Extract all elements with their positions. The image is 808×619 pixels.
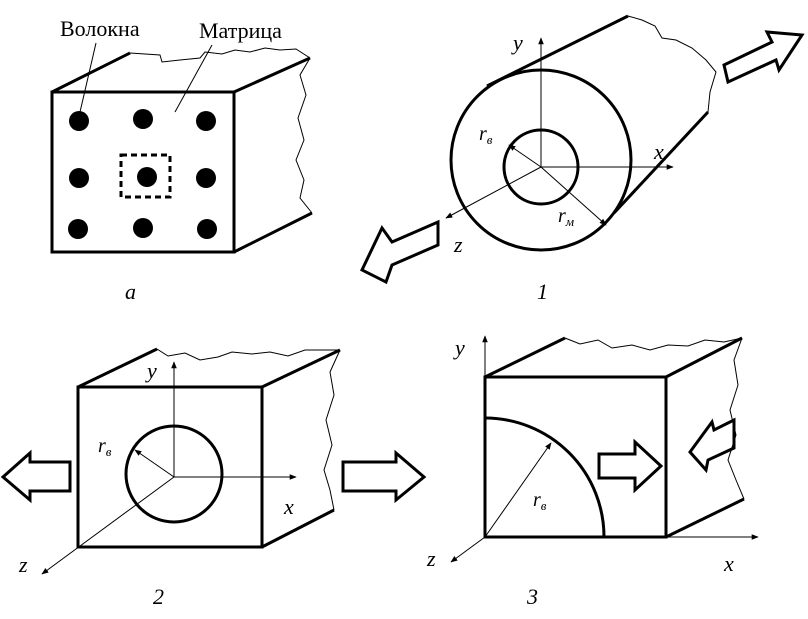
cube-top-break — [156, 348, 340, 361]
axis-y-label: y — [511, 30, 523, 55]
cube-top-break — [564, 337, 743, 351]
fiber-dot — [68, 219, 88, 239]
axis-x-label: x — [283, 494, 294, 519]
fiber-dot — [133, 218, 153, 238]
matrix-label: Матрица — [199, 18, 282, 43]
radius-fiber-label: rв — [479, 123, 493, 147]
fibers-leader-line — [79, 42, 97, 113]
axis-y-label: y — [145, 358, 157, 383]
axis-z-label: z — [426, 546, 436, 571]
radius-fiber-line — [134, 449, 175, 478]
cube-right-break — [295, 57, 313, 214]
panel-1: y x z rв rм 1 — [360, 14, 805, 304]
cube-front-face — [50, 90, 236, 254]
fiber-dots — [68, 109, 217, 239]
matrix-leader-line — [174, 44, 213, 113]
radius-fiber-label: rв — [98, 435, 112, 459]
axis-z — [41, 476, 175, 575]
cube-bottom-edge-right — [665, 497, 745, 539]
cylinder-break — [627, 15, 717, 113]
cube-top-edge-right — [665, 336, 743, 379]
radius-matrix-line — [540, 166, 607, 226]
fiber-dot — [196, 111, 216, 131]
caption-3: 3 — [526, 584, 538, 609]
panel-3: y x z rв 3 — [426, 335, 759, 609]
load-arrow-side-left — [688, 417, 736, 474]
cube-top-edge-left — [484, 336, 566, 379]
axis-y-label: y — [453, 335, 465, 360]
cube-top-edge-right — [233, 56, 311, 94]
fiber-dot — [137, 167, 157, 187]
radius-fiber-line — [484, 442, 552, 538]
radius-fiber-line — [508, 144, 542, 168]
fiber-dot — [197, 219, 217, 239]
fiber-dot — [196, 168, 216, 188]
cube-top-edge-left — [77, 347, 158, 389]
load-arrow-right — [341, 449, 427, 504]
cube-bottom-edge-right — [233, 211, 313, 254]
cube-bottom-edge-right — [261, 508, 335, 549]
axis-z-label: z — [453, 232, 463, 257]
cube-right-break — [727, 337, 745, 500]
load-arrow-left — [0, 449, 72, 504]
cylinder-bottom-line — [612, 110, 710, 215]
load-arrow-lower-left — [360, 219, 440, 285]
cube-top-edge-left — [51, 51, 131, 94]
fiber-quarter-arc — [484, 416, 606, 538]
caption-1: 1 — [537, 279, 548, 304]
cube-front-face — [483, 375, 668, 539]
axis-x-label: x — [653, 139, 664, 164]
caption-a: а — [125, 279, 136, 304]
cube-right-break — [323, 349, 341, 511]
axis-z — [450, 536, 486, 563]
panel-2: y x z rв 2 — [0, 347, 427, 609]
axis-x-label: x — [723, 551, 734, 576]
radius-fiber-label: rв — [533, 489, 547, 513]
unit-cell-dashed-box — [119, 153, 172, 199]
fiber-dot — [69, 168, 89, 188]
load-arrow-inner-right — [597, 438, 664, 494]
fiber-dot — [133, 109, 153, 129]
radius-matrix-label: rм — [558, 205, 574, 229]
axis-z — [445, 166, 542, 219]
fiber-dot — [69, 111, 89, 131]
load-arrow-upper-right — [722, 30, 805, 85]
panel-a: Волокна Матрица а — [50, 16, 313, 304]
cube-front-face — [76, 385, 264, 549]
cube-top-break — [129, 47, 311, 63]
caption-2: 2 — [153, 584, 164, 609]
fibers-label: Волокна — [60, 16, 140, 41]
axis-z-label: z — [18, 552, 28, 577]
cube-top-edge-right — [261, 348, 341, 389]
